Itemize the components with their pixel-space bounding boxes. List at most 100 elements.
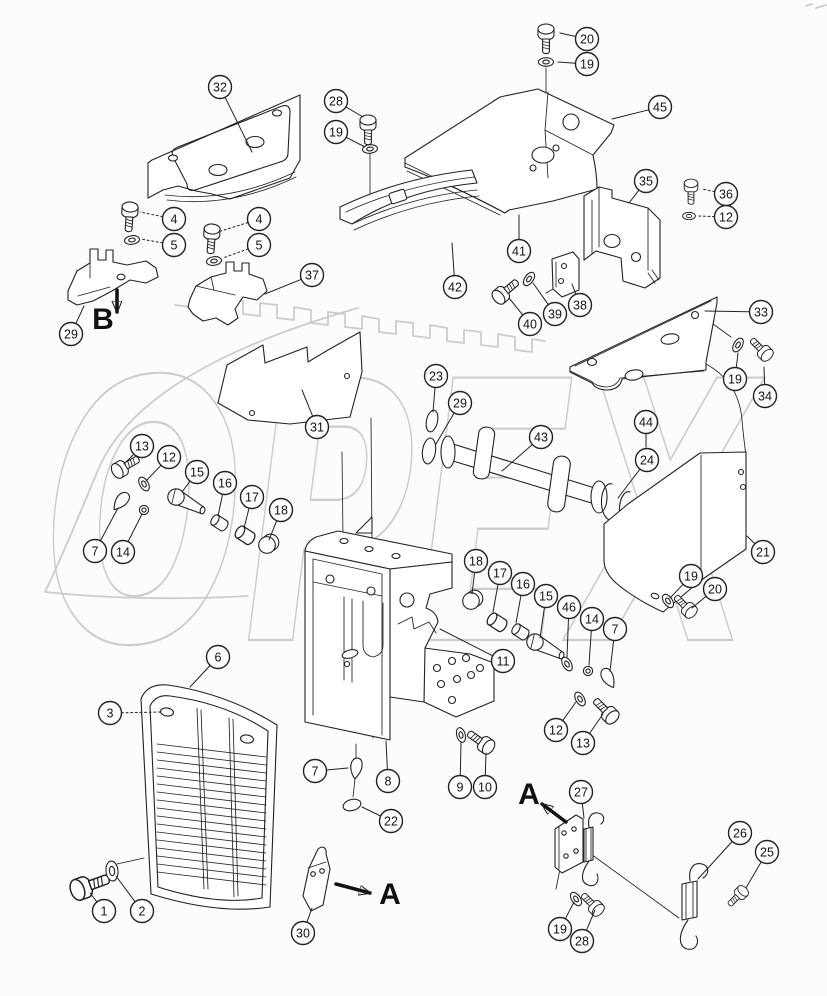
part-6-grille: [140, 684, 278, 910]
fasteners-4-5-shape: [205, 255, 223, 267]
leader-line-17: [492, 583, 499, 613]
leader-line-6: [189, 664, 211, 688]
callout-6: 6: [189, 644, 231, 688]
part-8-centre-bracket-shape: [339, 537, 349, 545]
callout-32: 32: [207, 74, 253, 153]
callout-39: 39: [532, 282, 568, 327]
callout-12: 12: [698, 204, 739, 230]
leader-line-10: [484, 752, 487, 776]
leader-line-15: [181, 480, 191, 493]
callout-14: 14: [110, 513, 143, 565]
callout-number-32: 32: [213, 80, 227, 94]
callout-21: 21: [746, 535, 776, 565]
callout-number-18: 18: [274, 503, 288, 517]
corner-dashes: [805, 3, 827, 9]
part-38-bracket-shape: [557, 277, 565, 285]
callout-number-34: 34: [758, 389, 772, 403]
leader-line-32: [224, 96, 253, 153]
part-27-latch-spring-shape: [573, 848, 579, 854]
callout-number-10: 10: [478, 780, 492, 794]
part-35-bracket-shape: [583, 186, 661, 289]
callout-circle-19: [547, 916, 573, 942]
callout-15: 15: [181, 459, 210, 493]
part-30-bracket: [302, 846, 331, 912]
leader-line-29: [75, 305, 85, 325]
leader-line-25: [745, 861, 762, 889]
callout-number-37: 37: [305, 268, 319, 282]
callout-number-1: 1: [101, 904, 108, 918]
fasteners-9-10-shape: [454, 726, 468, 744]
callout-number-43: 43: [534, 430, 548, 444]
callout-number-19: 19: [684, 569, 698, 583]
part-26-spring-shape: [681, 880, 698, 921]
callout-circle-17: [487, 560, 513, 586]
part-32-mount-plate-shape: [164, 171, 297, 203]
part-30-bracket-shape: [310, 871, 316, 877]
part-29-clamp-shape: [77, 262, 111, 297]
callout-number-28: 28: [329, 94, 343, 108]
leader-line-5: [222, 248, 249, 259]
callout-circle-30: [290, 920, 316, 946]
part-27-latch-spring: [554, 812, 605, 887]
part-42-strip-panel-shape: [345, 176, 480, 231]
fasteners-1-2-shape: [66, 867, 114, 904]
callout-circle-32: [207, 74, 233, 100]
part-37-clamp-shape: [195, 276, 236, 296]
callout-number-16: 16: [516, 577, 530, 591]
callout-31: 31: [301, 389, 330, 440]
callout-14: 14: [579, 606, 605, 666]
callout-4: 4: [220, 206, 272, 232]
callout-circle-23: [423, 363, 449, 389]
callout-number-11: 11: [497, 654, 510, 668]
leader-line-2: [115, 875, 136, 903]
part-38-bracket-shape: [545, 261, 557, 294]
fasteners-28-19-top-shape: [361, 143, 379, 155]
callout-circle-7: [82, 538, 108, 564]
callout-number-46: 46: [562, 600, 576, 614]
part-27-latch-spring-shape: [588, 812, 605, 828]
part-8-centre-bracket: [304, 530, 495, 741]
callout-circle-2: [129, 898, 155, 924]
callout-20: 20: [691, 576, 728, 609]
part-29-clamp-shape: [116, 273, 126, 281]
leader-line-40: [508, 297, 524, 316]
part-29-clamp-shape: [67, 248, 159, 306]
callout-circle-31: [304, 414, 330, 440]
callout-circle-34: [752, 383, 778, 409]
fasteners-1-2: [66, 860, 119, 904]
callout-17: 17: [487, 560, 513, 613]
callout-28: 28: [569, 909, 596, 954]
callout-circle-27: [568, 779, 594, 805]
leader-line-19: [669, 583, 684, 599]
callout-2: 2: [115, 875, 155, 924]
callout-number-23: 23: [429, 369, 443, 383]
callout-19: 19: [722, 352, 748, 392]
assembly-axis-lines-shape: [116, 857, 145, 865]
callout-number-14: 14: [116, 545, 130, 559]
callout-18: 18: [268, 497, 294, 541]
part-30-bracket-shape: [302, 846, 331, 912]
part-33-plate-shape: [660, 333, 680, 345]
fasteners-20-19-top-shape: [537, 23, 555, 55]
part-21-side-panel: [603, 451, 747, 613]
callout-11: 11: [439, 628, 516, 674]
part-8-centre-bracket-shape: [452, 674, 462, 684]
callout-8: 8: [375, 740, 401, 794]
callout-9: 9: [447, 741, 473, 800]
fasteners-7-22-shape: [342, 798, 362, 812]
callout-15: 15: [533, 583, 559, 639]
part-2-washer-shape: [108, 865, 116, 877]
view-label-A: A: [379, 878, 401, 911]
callout-circle-13: [129, 433, 155, 459]
callout-circle-13: [570, 730, 596, 756]
callout-number-21: 21: [756, 545, 770, 559]
fasteners-20-19-top: [537, 23, 555, 67]
part-6-grille-shape: [156, 743, 267, 886]
part-35-bracket-shape: [591, 186, 649, 271]
part-32-mount-plate-shape: [171, 105, 291, 191]
part-42-strip-panel-shape: [339, 169, 478, 225]
part-30-bracket-shape: [307, 861, 327, 869]
leader-line-7: [326, 767, 349, 771]
part-29-ring: [421, 437, 437, 465]
callout-circle-11: [490, 648, 516, 674]
